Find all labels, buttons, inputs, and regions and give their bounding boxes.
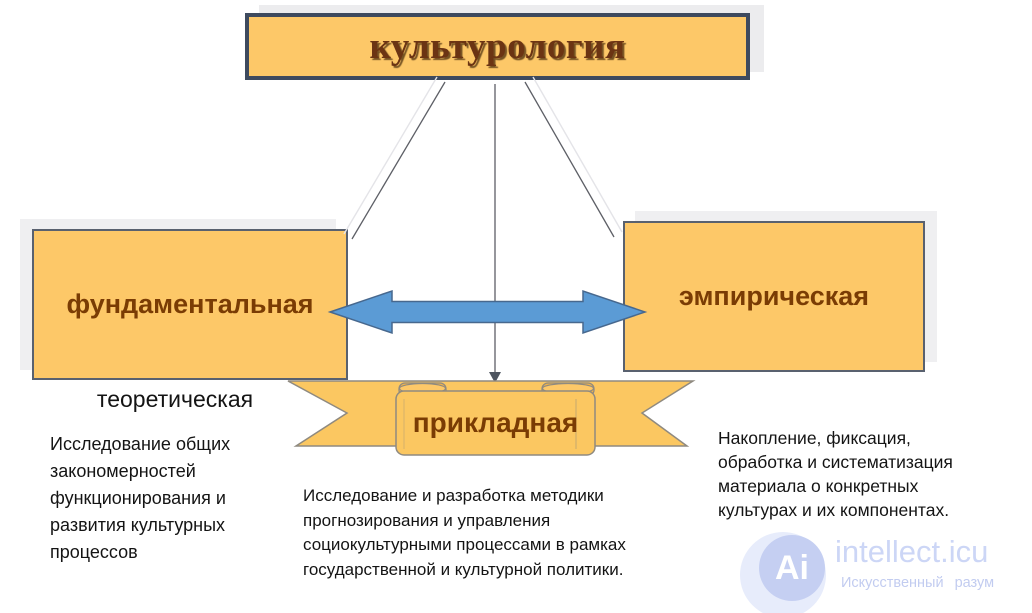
double-arrow-icon bbox=[327, 289, 648, 335]
ai-logo-text: Ai bbox=[775, 548, 809, 587]
theoretical-heading: теоретическая bbox=[96, 386, 254, 412]
fundamental-description: Исследование общих закономерностей функц… bbox=[50, 434, 231, 562]
fundamental-label: фундаментальная bbox=[66, 289, 314, 319]
connector-title-to-fundamental bbox=[351, 81, 446, 240]
watermark-tagline-text: Искусственный разум bbox=[841, 575, 995, 591]
connector-title-to-empirical bbox=[524, 81, 615, 238]
title-label: культурология bbox=[369, 26, 626, 67]
connector-shadow-right bbox=[532, 76, 623, 233]
node-fundamental: фундаментальная bbox=[32, 229, 348, 380]
node-empirical: эмпирическая bbox=[623, 221, 925, 372]
ribbon-curl-right-top bbox=[541, 382, 595, 395]
applied-label: прикладная bbox=[412, 407, 579, 438]
title-box-culturology: культурология bbox=[245, 13, 750, 80]
ai-circle-icon: Ai bbox=[759, 535, 825, 601]
empirical-description: Накопление, фиксация, обработка и систем… bbox=[718, 428, 953, 520]
empirical-label: эмпирическая bbox=[678, 281, 870, 311]
down-arrowhead-icon bbox=[489, 372, 501, 383]
watermark-site-text: intellect.icu bbox=[835, 534, 989, 569]
ribbon-curl-left-top bbox=[398, 382, 447, 395]
intellect-icu-watermark: Ai intellect.icu Искусственный разум bbox=[738, 520, 1032, 613]
applied-description: Исследование и разработка методики прогн… bbox=[303, 486, 626, 579]
connector-shadow-left bbox=[343, 76, 438, 235]
node-applied: прикладная bbox=[396, 393, 595, 453]
